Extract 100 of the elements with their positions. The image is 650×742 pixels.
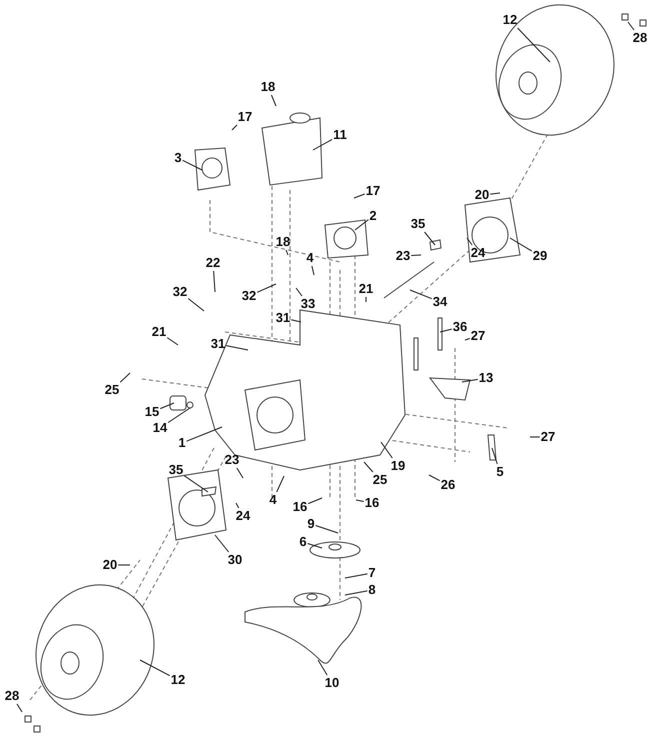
leader-line <box>354 219 369 230</box>
callout-number: 6 <box>299 535 307 549</box>
callout-number: 31 <box>210 337 226 351</box>
callout-number: 20 <box>474 188 490 202</box>
leader-line <box>344 590 368 596</box>
leader-line <box>120 372 130 383</box>
leader-line <box>307 543 322 548</box>
callout-number: 22 <box>206 256 220 270</box>
leader-line <box>16 704 22 712</box>
callout-number: 28 <box>632 31 648 45</box>
leader-line <box>214 534 230 552</box>
callout-number: 16 <box>364 496 380 510</box>
leader-line <box>490 192 500 195</box>
leader-line <box>186 426 222 442</box>
leader-line <box>236 502 240 508</box>
callout-number: 9 <box>307 517 315 531</box>
callout-number: 32 <box>172 285 188 299</box>
callout-number: 36 <box>452 320 468 334</box>
callout-number: 4 <box>269 493 277 507</box>
leader-line <box>312 138 333 150</box>
callout-number: 27 <box>470 329 486 343</box>
leader-line <box>628 22 634 30</box>
callout-number: 17 <box>238 110 252 124</box>
callout-number: 12 <box>170 673 186 687</box>
leader-line <box>213 270 216 292</box>
leader-line <box>464 338 470 340</box>
leader-line <box>232 124 238 130</box>
leader-line <box>356 500 364 502</box>
leader-line <box>440 328 452 332</box>
leader-line <box>466 238 473 246</box>
leader-line <box>184 475 208 492</box>
leader-line <box>188 298 204 312</box>
leader-line <box>140 660 170 676</box>
leader-line <box>226 345 248 350</box>
callout-number: 3 <box>174 151 182 165</box>
leader-line <box>160 402 174 410</box>
callout-number: 31 <box>276 311 290 325</box>
leader-line <box>354 194 366 198</box>
leader-line <box>290 319 302 322</box>
callout-number: 23 <box>396 249 410 263</box>
leader-line <box>510 238 532 252</box>
callout-number: 29 <box>532 249 548 263</box>
callout-number: 27 <box>540 430 556 444</box>
callout-number: 15 <box>144 405 160 419</box>
leader-line <box>344 573 368 578</box>
callout-number: 28 <box>4 689 20 703</box>
leader-line <box>492 448 498 464</box>
leader-line <box>410 254 422 256</box>
callout-number: 2 <box>369 209 377 223</box>
leader-line <box>311 266 314 276</box>
callout-number: 12 <box>502 13 518 27</box>
callout-number: 8 <box>368 583 376 597</box>
callout-number: 11 <box>333 128 347 142</box>
callout-number: 35 <box>168 463 184 477</box>
callout-number: 30 <box>228 553 242 567</box>
callout-number: 19 <box>390 459 406 473</box>
leader-line <box>276 476 284 492</box>
leader-line <box>296 288 302 296</box>
leader-line <box>286 250 288 256</box>
leader-line <box>308 498 322 504</box>
leader-line <box>236 468 244 478</box>
callout-number: 21 <box>152 325 166 339</box>
leader-line <box>315 525 338 534</box>
leader-line <box>166 337 178 346</box>
callout-number: 13 <box>478 371 494 385</box>
callout-number: 35 <box>410 217 426 231</box>
leader-line <box>530 436 540 438</box>
leader-line <box>118 564 130 566</box>
callout-number: 20 <box>102 558 118 572</box>
leader-line <box>318 660 328 676</box>
callout-number: 32 <box>242 289 256 303</box>
leader-line <box>424 232 436 246</box>
leader-line <box>364 462 374 472</box>
leader-line <box>182 160 202 170</box>
callout-number: 17 <box>366 184 380 198</box>
callout-number: 25 <box>372 473 388 487</box>
callout-number: 26 <box>440 478 456 492</box>
callout-number: 33 <box>300 297 316 311</box>
leader-line <box>256 284 276 293</box>
leader-line <box>428 474 440 482</box>
leader-line <box>410 290 432 300</box>
callout-number: 18 <box>260 80 276 94</box>
callout-number: 14 <box>152 421 168 435</box>
callout-number: 18 <box>276 235 290 249</box>
callout-number: 10 <box>324 676 340 690</box>
leader-line <box>168 408 190 423</box>
callout-number: 23 <box>224 453 240 467</box>
callout-number: 25 <box>104 383 120 397</box>
callout-number: 1 <box>178 436 186 450</box>
callout-number: 7 <box>368 566 376 580</box>
callout-number: 4 <box>306 251 314 265</box>
leader-line <box>380 442 393 458</box>
callout-number: 34 <box>432 295 448 309</box>
callout-number: 24 <box>236 509 250 523</box>
callout-number: 21 <box>358 282 374 296</box>
leader-line <box>270 94 276 106</box>
callout-number: 24 <box>470 246 486 260</box>
callout-number: 16 <box>292 500 308 514</box>
callout-number: 5 <box>496 465 504 479</box>
leader-line <box>462 378 478 382</box>
